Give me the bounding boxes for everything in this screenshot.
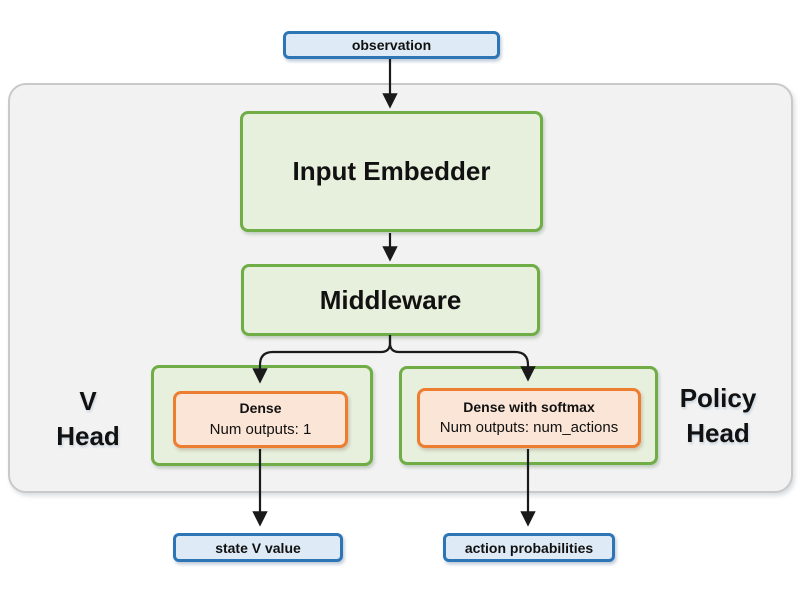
middleware-node: Middleware [241,264,540,336]
action-probabilities-node: action probabilities [443,533,615,562]
state-v-value-label: state V value [215,539,301,556]
observation-label: observation [351,37,432,53]
observation-node: observation [283,31,500,59]
policy-head-label-line1: Policy [679,383,757,413]
policy-head-dense-node: Dense with softmax Num outputs: num_acti… [417,388,641,448]
v-head-dense-node: Dense Num outputs: 1 [173,391,348,448]
policy-head-label-line2: Head [686,418,750,448]
v-head-dense-subtitle: Num outputs: 1 [209,420,312,438]
v-head-dense-title: Dense [239,400,282,417]
input-embedder-node: Input Embedder [240,111,543,232]
state-v-value-node: state V value [173,533,343,562]
v-head-label-line1: V [79,386,97,416]
v-head-label: V Head [28,384,148,454]
policy-head-dense-subtitle: Num outputs: num_actions [439,419,619,437]
action-probabilities-label: action probabilities [464,539,594,556]
input-embedder-label: Input Embedder [292,156,491,186]
policy-head-dense-title: Dense with softmax [463,398,595,415]
middleware-label: Middleware [319,284,462,315]
policy-head-label: Policy Head [656,381,780,451]
v-head-label-line2: Head [56,421,120,451]
